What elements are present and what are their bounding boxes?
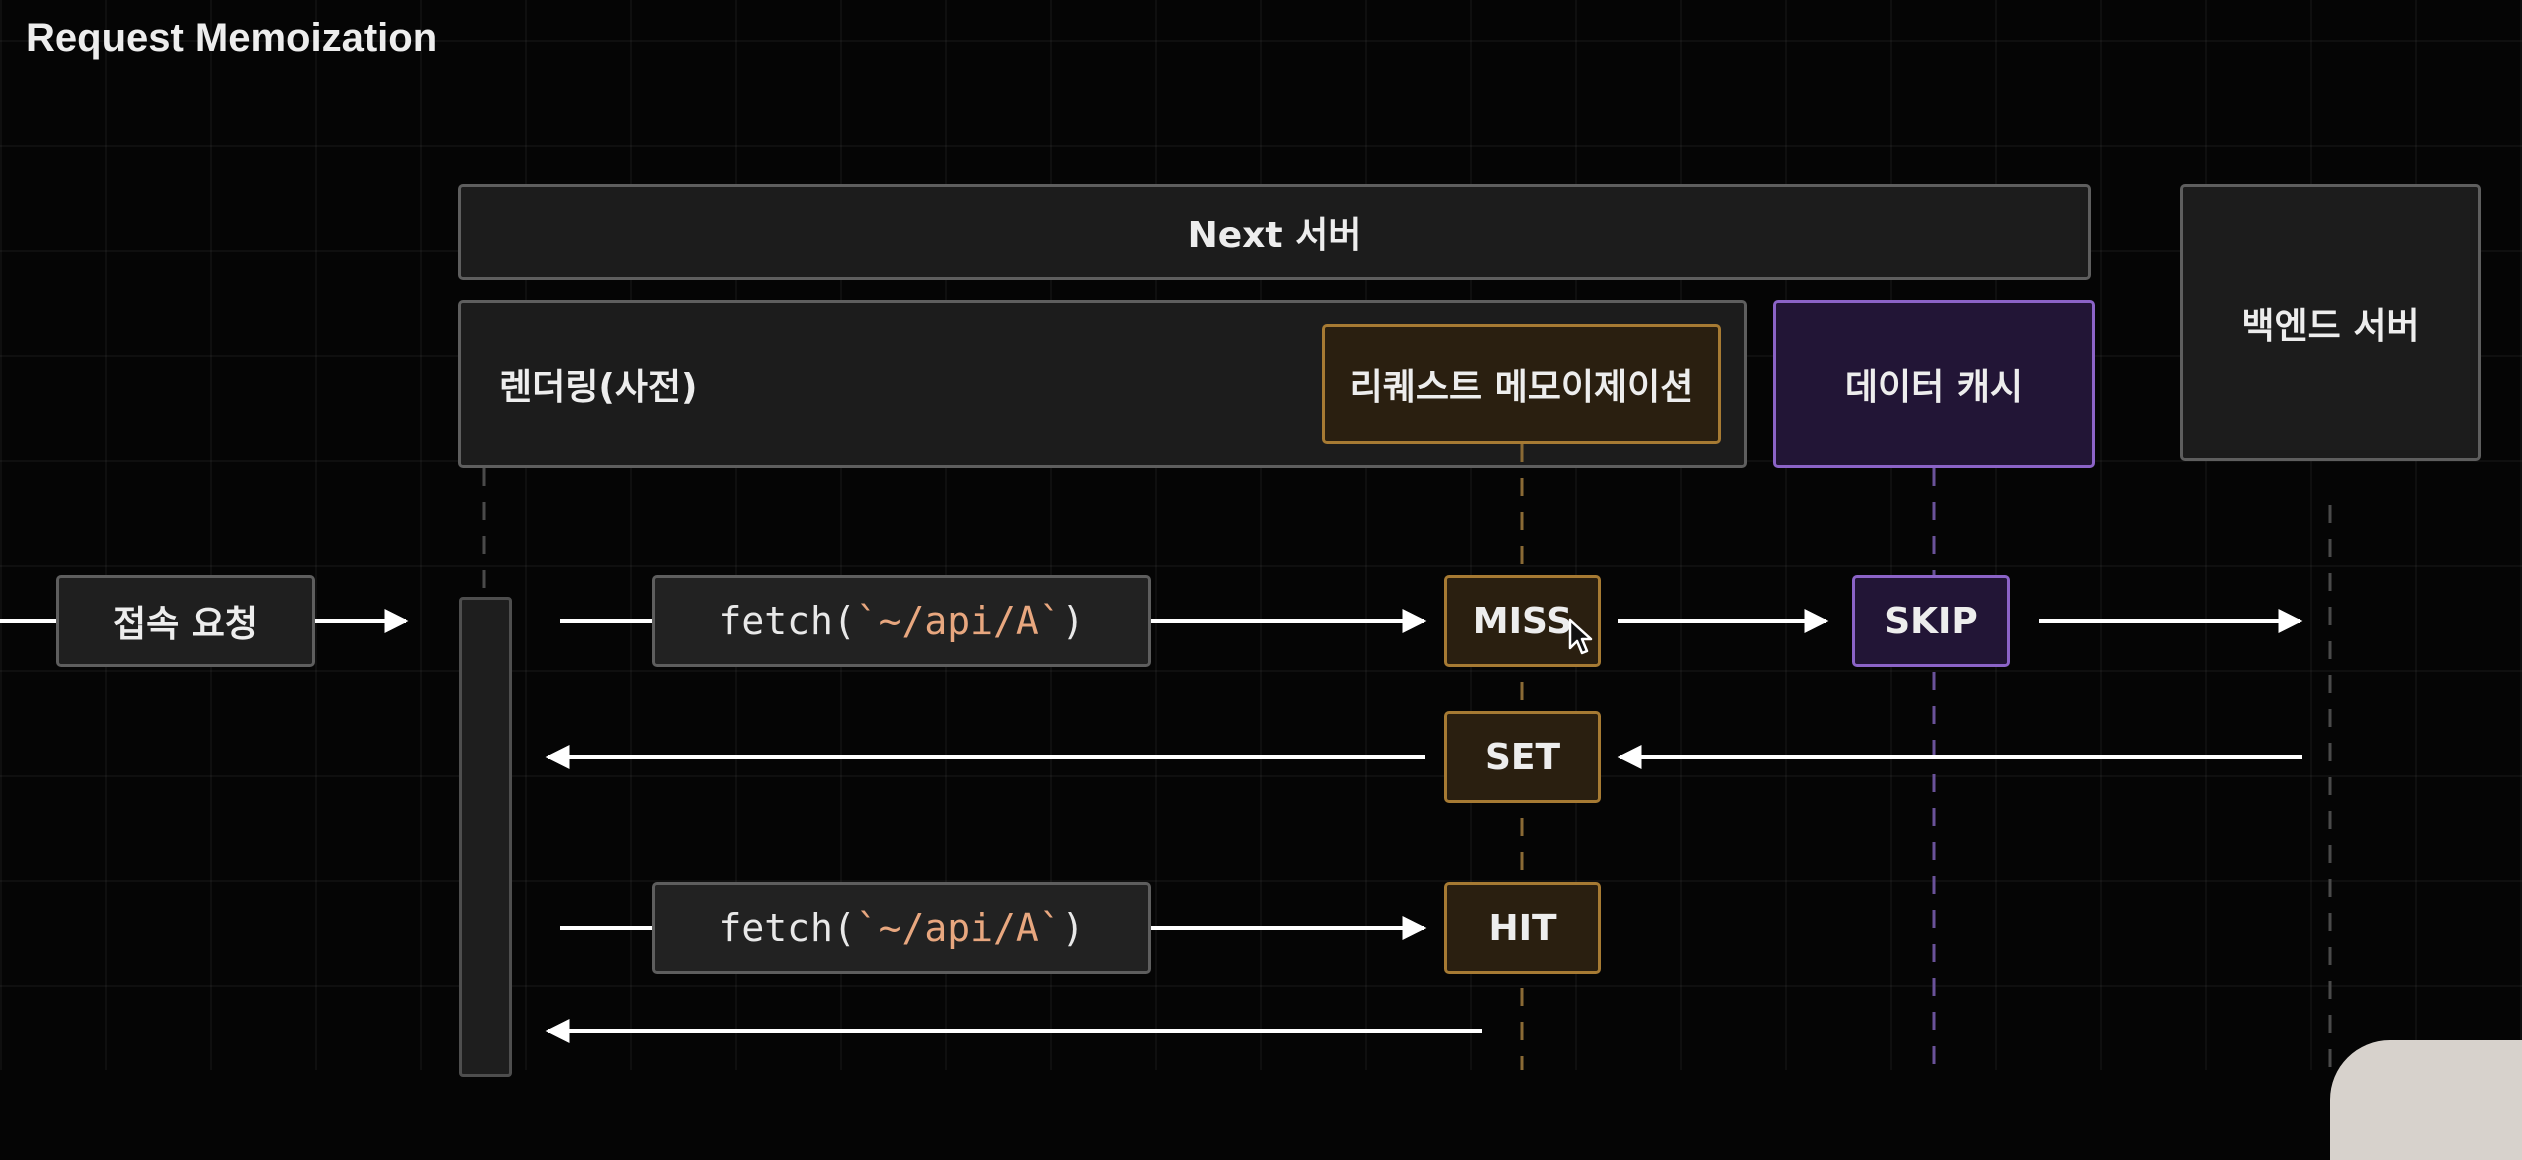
set-label: SET [1484,736,1561,778]
hit-box: HIT [1444,882,1601,974]
mouse-cursor-icon [1568,618,1593,655]
page-title: Request Memoization [26,16,438,60]
hit-label: HIT [1488,907,1557,949]
access-request-box: 접속 요청 [56,575,315,667]
backend-server-label: 백엔드 서버 [2241,305,2420,347]
backend-server-box: 백엔드 서버 [2180,184,2481,461]
video-overlay-fragment [2330,1040,2522,1160]
next-server-label: Next 서버 [1187,215,1362,256]
fetch-call-2: fetch(`~/api/A`) [652,882,1151,974]
miss-box: MISS [1444,575,1601,667]
fetch-call-1-code: fetch(`~/api/A`) [718,599,1085,643]
background-grid [0,0,2522,1070]
flow-lines [0,444,2332,1070]
miss-label: MISS [1472,600,1573,642]
fetch-call-2-code: fetch(`~/api/A`) [718,906,1085,950]
request-memoization-box: 리퀘스트 메모이제이션 [1322,324,1721,444]
access-request-label: 접속 요청 [112,604,258,645]
rendering-label: 렌더링(사전) [499,367,698,408]
fetch-call-1: fetch(`~/api/A`) [652,575,1151,667]
next-server-box: Next 서버 [458,184,2091,280]
set-box: SET [1444,711,1601,803]
skip-box: SKIP [1852,575,2010,667]
data-cache-box: 데이터 캐시 [1773,300,2095,468]
skip-label: SKIP [1884,600,1978,642]
request-memoization-label: 리퀘스트 메모이제이션 [1349,367,1694,408]
data-cache-label: 데이터 캐시 [1844,367,2024,408]
rendering-activation-bar [459,597,512,1077]
